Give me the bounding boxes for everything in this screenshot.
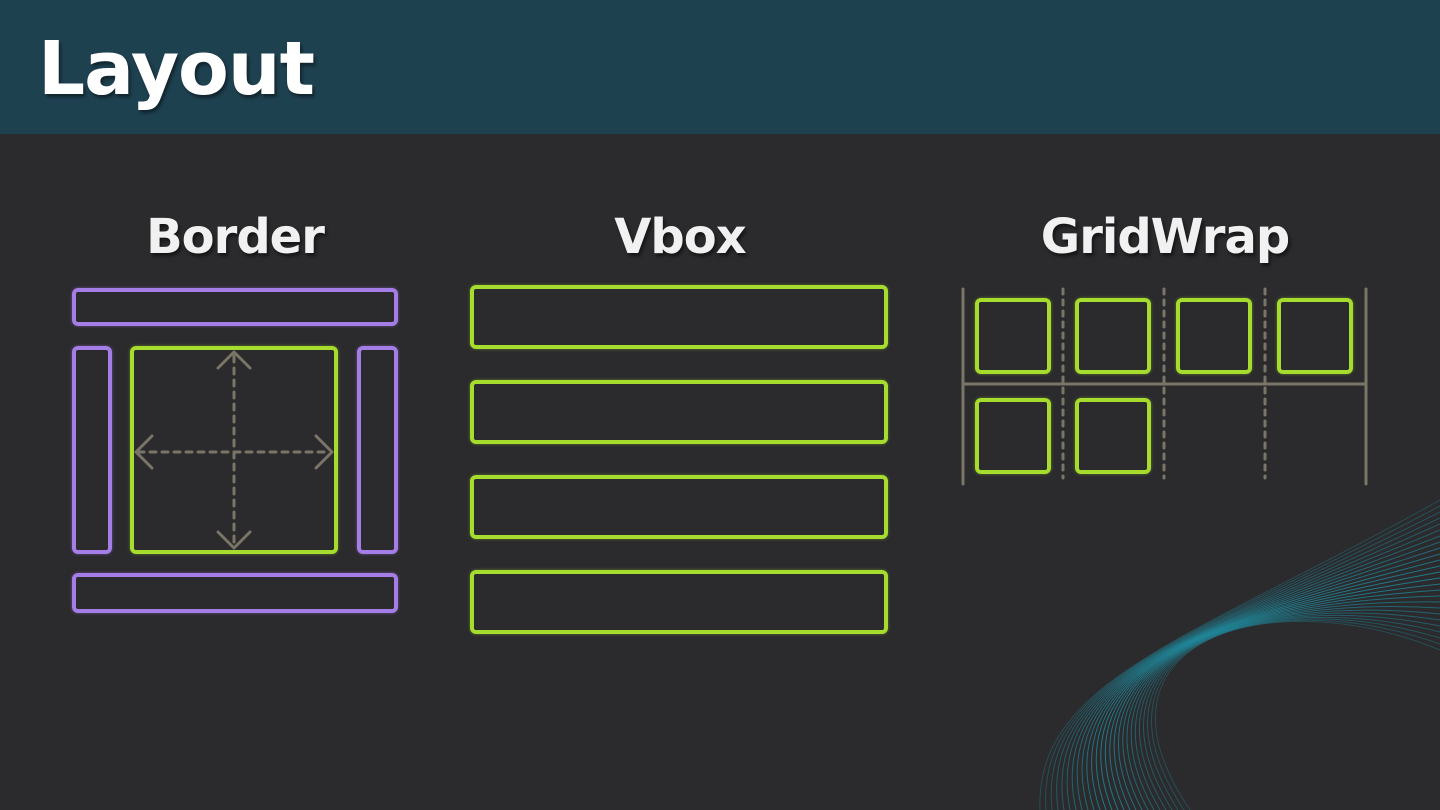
wave-line	[1050, 511, 1440, 810]
wave-line	[1122, 601, 1440, 810]
wave-line	[1081, 547, 1440, 810]
vbox-row	[470, 285, 888, 349]
grid-guide-lines	[961, 287, 1368, 486]
wave-line	[1104, 577, 1440, 810]
wave-line	[1045, 505, 1440, 810]
grid-cell	[1075, 298, 1151, 374]
wave-line	[1113, 589, 1440, 810]
border-bottom-region	[72, 573, 398, 613]
vbox-title: Vbox	[614, 209, 746, 265]
grid-cell	[1277, 298, 1353, 374]
four-way-arrow-icon	[134, 350, 334, 550]
header-bar: Layout	[0, 0, 1440, 134]
vbox-row	[470, 570, 888, 634]
page-title: Layout	[38, 26, 315, 112]
border-title: Border	[146, 209, 325, 265]
wave-line	[1135, 612, 1440, 810]
vbox-row	[470, 475, 888, 539]
decorative-wave-graphic	[1039, 499, 1440, 810]
wave-line	[1155, 620, 1440, 810]
wave-line	[1039, 499, 1440, 810]
wave-line	[1151, 619, 1440, 810]
wave-line	[1130, 609, 1440, 810]
border-right-region	[357, 346, 398, 554]
grid-cell	[1075, 398, 1151, 474]
wave-line	[1061, 523, 1440, 810]
gridwrap-title: GridWrap	[1040, 209, 1290, 265]
border-center-region	[130, 346, 338, 554]
grid-cell	[975, 298, 1051, 374]
wave-line	[1126, 606, 1440, 810]
wave-line	[1086, 553, 1440, 810]
wave-line	[1071, 535, 1440, 810]
wave-line	[1100, 571, 1440, 810]
wave-line	[1066, 529, 1440, 810]
wave-line	[1056, 517, 1440, 810]
border-left-region	[72, 346, 112, 554]
wave-line	[1109, 583, 1440, 810]
border-top-region	[72, 288, 398, 326]
wave-line	[1139, 615, 1440, 810]
grid-cell	[975, 398, 1051, 474]
wave-line	[1147, 618, 1440, 810]
wave-line	[1143, 616, 1440, 810]
grid-cell	[1176, 298, 1252, 374]
wave-line	[1091, 559, 1440, 810]
vbox-row	[470, 380, 888, 444]
wave-line	[1118, 595, 1440, 810]
wave-line	[1095, 565, 1440, 810]
wave-line	[1076, 541, 1440, 810]
